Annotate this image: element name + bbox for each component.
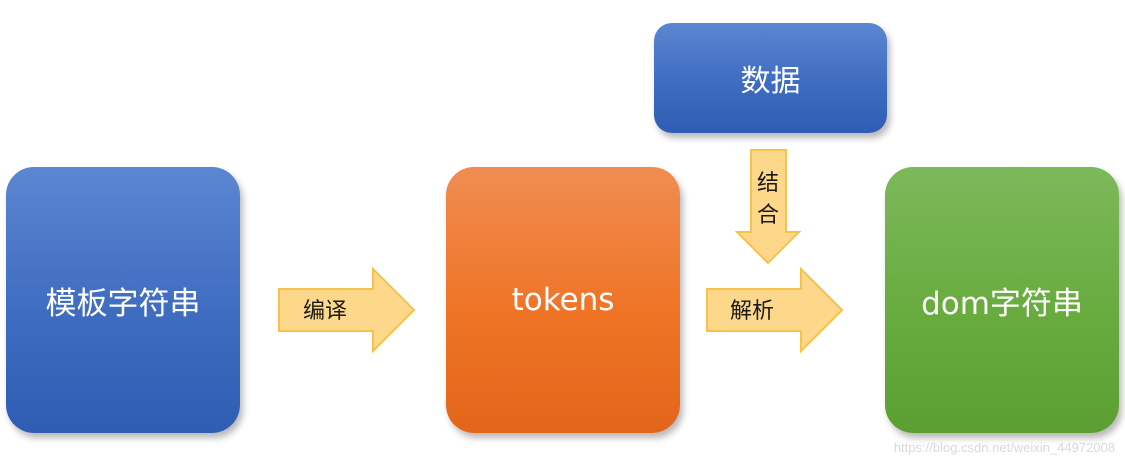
- tokens-label: tokens: [511, 282, 615, 318]
- dom-string-node: dom字符串: [885, 167, 1119, 433]
- data-label: 数据: [740, 64, 801, 99]
- compile-label: 编译: [303, 299, 347, 324]
- parse-arrow: [706, 266, 844, 354]
- combine-label-bottom: 合: [757, 203, 779, 228]
- template-string-label: 模板字符串: [45, 285, 201, 322]
- combine-label-top: 结: [757, 171, 779, 196]
- template-string-node: 模板字符串: [6, 167, 240, 433]
- tokens-node: tokens: [446, 167, 680, 433]
- data-node: 数据: [654, 23, 887, 133]
- combine-arrow: [734, 149, 802, 265]
- watermark-text: https://blog.csdn.net/weixin_44972008: [893, 440, 1115, 455]
- parse-label: 解析: [730, 299, 774, 324]
- dom-string-label: dom字符串: [921, 285, 1083, 322]
- compile-arrow: [278, 266, 416, 354]
